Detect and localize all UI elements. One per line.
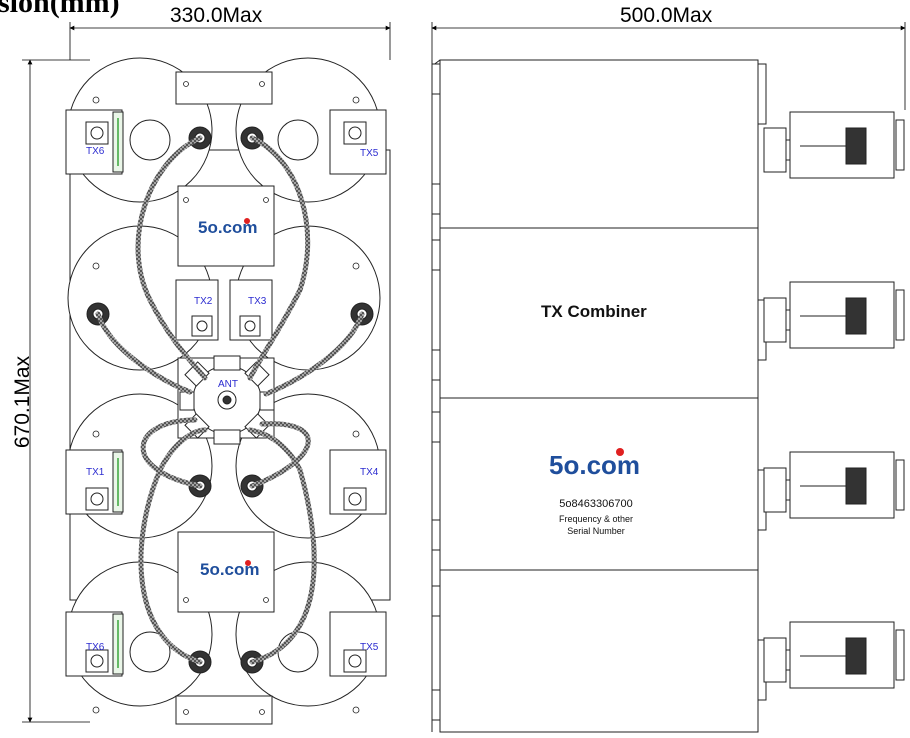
side-view: [431, 59, 767, 733]
tx-label: TX6: [86, 642, 105, 653]
logo-dot-icon: [245, 560, 251, 566]
frequency-note: Frequency & other: [558, 514, 634, 524]
tx-label: TX5: [360, 642, 379, 653]
logo-dot-icon: [244, 218, 250, 224]
height-label: 670.1Max: [11, 355, 34, 449]
antenna-hub: [177, 355, 275, 445]
tx-label: TX2: [194, 296, 213, 307]
front-width-label: 330.0Max: [170, 4, 263, 27]
module-label: TX Combiner: [541, 302, 647, 321]
brand-logo: 5o.com: [200, 560, 260, 579]
front-width-dimension: [69, 22, 391, 60]
tx-label: TX1: [86, 467, 105, 478]
side-width-label: 500.0Max: [620, 4, 713, 27]
tx-label: TX6: [86, 146, 105, 157]
tx-label: TX4: [360, 467, 379, 478]
serial-note: Serial Number: [567, 526, 625, 536]
side-connectors: [763, 111, 905, 689]
tx-label: TX3: [248, 296, 267, 307]
page-title: sion(mm): [0, 0, 120, 19]
brand-logo: 5o.com: [549, 450, 641, 480]
tx-label: TX5: [360, 148, 379, 159]
front-view: [65, 57, 391, 725]
antenna-label: ANT: [218, 379, 238, 390]
braided-cables: [95, 135, 365, 665]
height-dimension: [22, 59, 90, 723]
serial-number: 5o8463306700: [559, 498, 633, 510]
brand-logo: 5o.com: [198, 218, 258, 237]
side-width-dimension: [431, 22, 906, 110]
logo-dot-icon: [616, 448, 624, 456]
